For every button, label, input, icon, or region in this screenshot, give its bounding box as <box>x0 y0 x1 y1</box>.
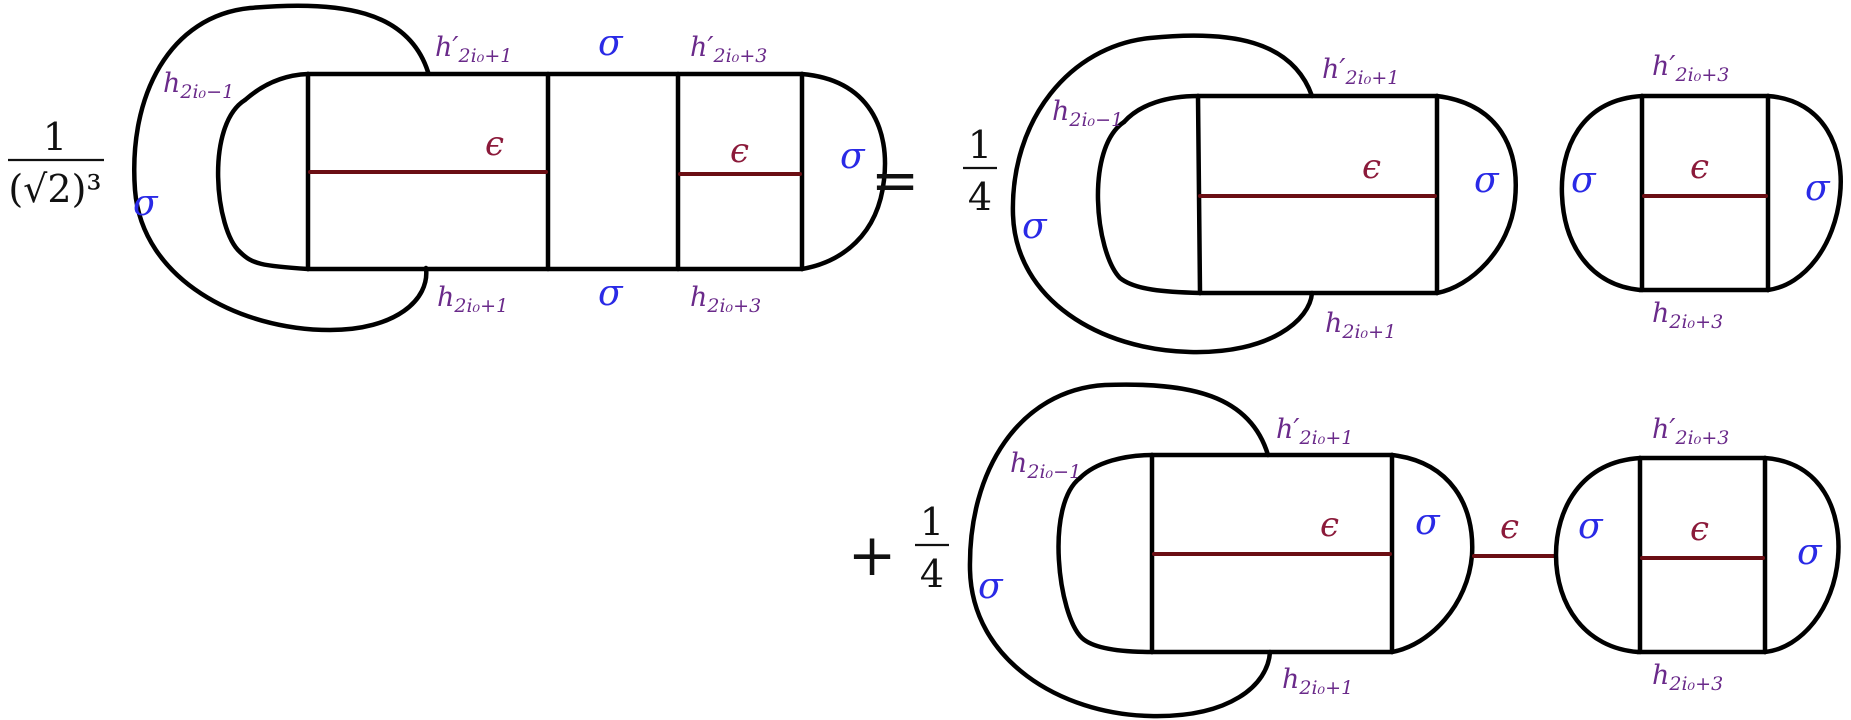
sigma-label-left: σ <box>133 183 159 224</box>
epsilon-label-c: ϵ <box>1320 505 1339 545</box>
h-prime-2i0p1-top: h′2i₀+1 <box>435 32 512 67</box>
epsilon-label-b: ϵ <box>1690 147 1709 187</box>
epsilon-label-1: ϵ <box>485 124 504 164</box>
inner-left-cap-c <box>1056 475 1155 655</box>
inner-left-cap-a <box>1095 119 1203 296</box>
quarter-num-bottom: 1 <box>920 500 944 544</box>
epsilon-label-connector: ϵ <box>1500 507 1519 547</box>
sigma-label-c-left: σ <box>978 566 1004 607</box>
right-cap-b <box>1765 93 1843 293</box>
bottom-diagram-c: ϵ σ σ h′2i₀+1 h2i₀+1 h2i₀−1 <box>967 382 1475 719</box>
right-cap <box>799 71 888 272</box>
right-cap-c <box>1389 452 1475 655</box>
epsilon-label-d: ϵ <box>1690 509 1709 549</box>
sigma-label-d-left: σ <box>1578 506 1604 547</box>
h-2i0p3-bottom: h2i₀+3 <box>690 282 761 317</box>
quarter-den-top: 4 <box>968 175 992 219</box>
inner-left-cap <box>215 97 311 272</box>
left-cap-b <box>1559 93 1645 293</box>
sigma-label-d-right: σ <box>1797 532 1823 573</box>
prefactor-denominator: (√2)³ <box>8 167 101 211</box>
h-2i0p3-b: h2i₀+3 <box>1652 298 1723 333</box>
right-cap-a <box>1434 93 1518 296</box>
sigma-label-b-right: σ <box>1805 168 1831 209</box>
h-2i0p1-c: h2i₀+1 <box>1282 664 1353 699</box>
inner-left-cap-top <box>242 71 311 103</box>
top-right-diagram-b: ϵ σ σ h′2i₀+3 h2i₀+3 <box>1559 51 1843 333</box>
left-diagram: 1 (√2)³ ϵ ϵ σ σ σ σ h′2i₀+1 h′2i₀+3 h2i₀… <box>8 3 888 333</box>
equals-sign: = <box>871 146 920 214</box>
prefactor-numerator: 1 <box>43 115 67 159</box>
outer-loop-a <box>1010 33 1315 355</box>
inner-left-cap-c-top <box>1077 452 1155 481</box>
h-prime-2i0p3-b: h′2i₀+3 <box>1652 51 1729 86</box>
quarter-den-bottom: 4 <box>920 552 944 596</box>
h-prime-2i0p3-top: h′2i₀+3 <box>690 32 767 67</box>
h-2i0p1-a: h2i₀+1 <box>1325 308 1396 343</box>
inner-left-cap-a-top <box>1121 93 1201 125</box>
sigma-label-right: σ <box>840 136 866 177</box>
h-2i0p1-bottom: h2i₀+1 <box>437 282 508 317</box>
epsilon-label-a: ϵ <box>1362 147 1381 187</box>
sigma-label-a-right: σ <box>1474 160 1500 201</box>
h-2i0m1-left: h2i₀−1 <box>163 68 234 103</box>
sigma-label-bottom: σ <box>598 273 624 314</box>
h-prime-2i0p1-c: h′2i₀+1 <box>1276 414 1353 449</box>
outer-loop-c <box>967 382 1273 719</box>
right-cap-d <box>1762 455 1841 655</box>
sigma-label-c-right: σ <box>1415 502 1441 543</box>
outer-loop <box>132 3 431 333</box>
sigma-label-top: σ <box>598 23 624 64</box>
epsilon-label-2: ϵ <box>730 131 749 171</box>
h-2i0m1-a: h2i₀−1 <box>1052 96 1123 131</box>
quarter-num-top: 1 <box>968 123 992 167</box>
sigma-label-a-left: σ <box>1022 206 1048 247</box>
bottom-diagram-d: ϵ σ σ h′2i₀+3 h2i₀+3 <box>1553 414 1841 695</box>
plus-sign: + <box>848 521 897 589</box>
left-cap-d <box>1553 455 1643 655</box>
sigma-label-b-left: σ <box>1571 160 1597 201</box>
h-2i0p3-d: h2i₀+3 <box>1652 660 1723 695</box>
h-2i0m1-c: h2i₀−1 <box>1010 448 1081 483</box>
top-right-diagram-a: ϵ σ σ h′2i₀+1 h2i₀+1 h2i₀−1 <box>1010 33 1518 355</box>
h-prime-2i0p1-a: h′2i₀+1 <box>1322 54 1399 89</box>
h-prime-2i0p3-d: h′2i₀+3 <box>1652 414 1729 449</box>
